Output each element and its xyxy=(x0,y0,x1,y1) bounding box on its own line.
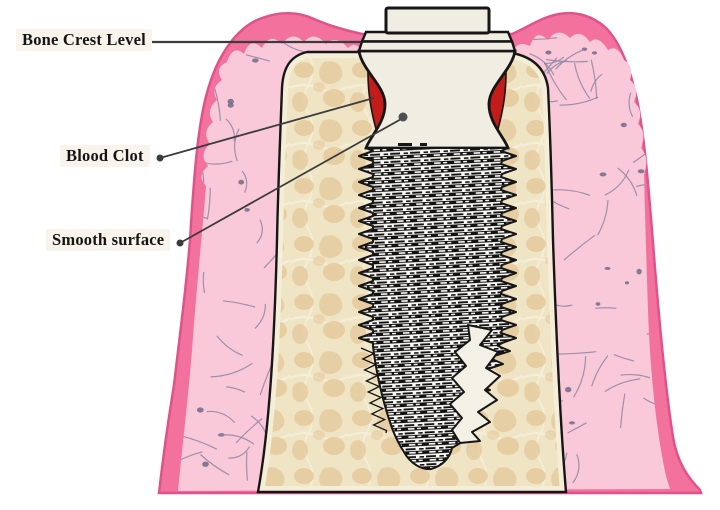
implant-flange-lower xyxy=(357,40,517,53)
label-smooth-surface: Smooth surface xyxy=(46,229,171,252)
annotation-leaders xyxy=(152,40,408,247)
blood-clot-leader-line xyxy=(159,97,375,159)
implant-abutment-cap xyxy=(384,6,491,35)
label-bone-crest-level: Bone Crest Level xyxy=(16,29,152,52)
smooth-surface-target-dot xyxy=(398,112,408,122)
dental-implant xyxy=(357,6,517,471)
bone-thread-socket-line xyxy=(360,347,388,434)
label-blood-clot: Blood Clot xyxy=(60,145,150,168)
blood-clot-leader-dot xyxy=(156,154,164,162)
smooth-surface-leader-dot xyxy=(176,239,184,247)
smooth-surface-leader-line xyxy=(179,117,404,244)
implant-cutting-flute xyxy=(449,324,501,444)
